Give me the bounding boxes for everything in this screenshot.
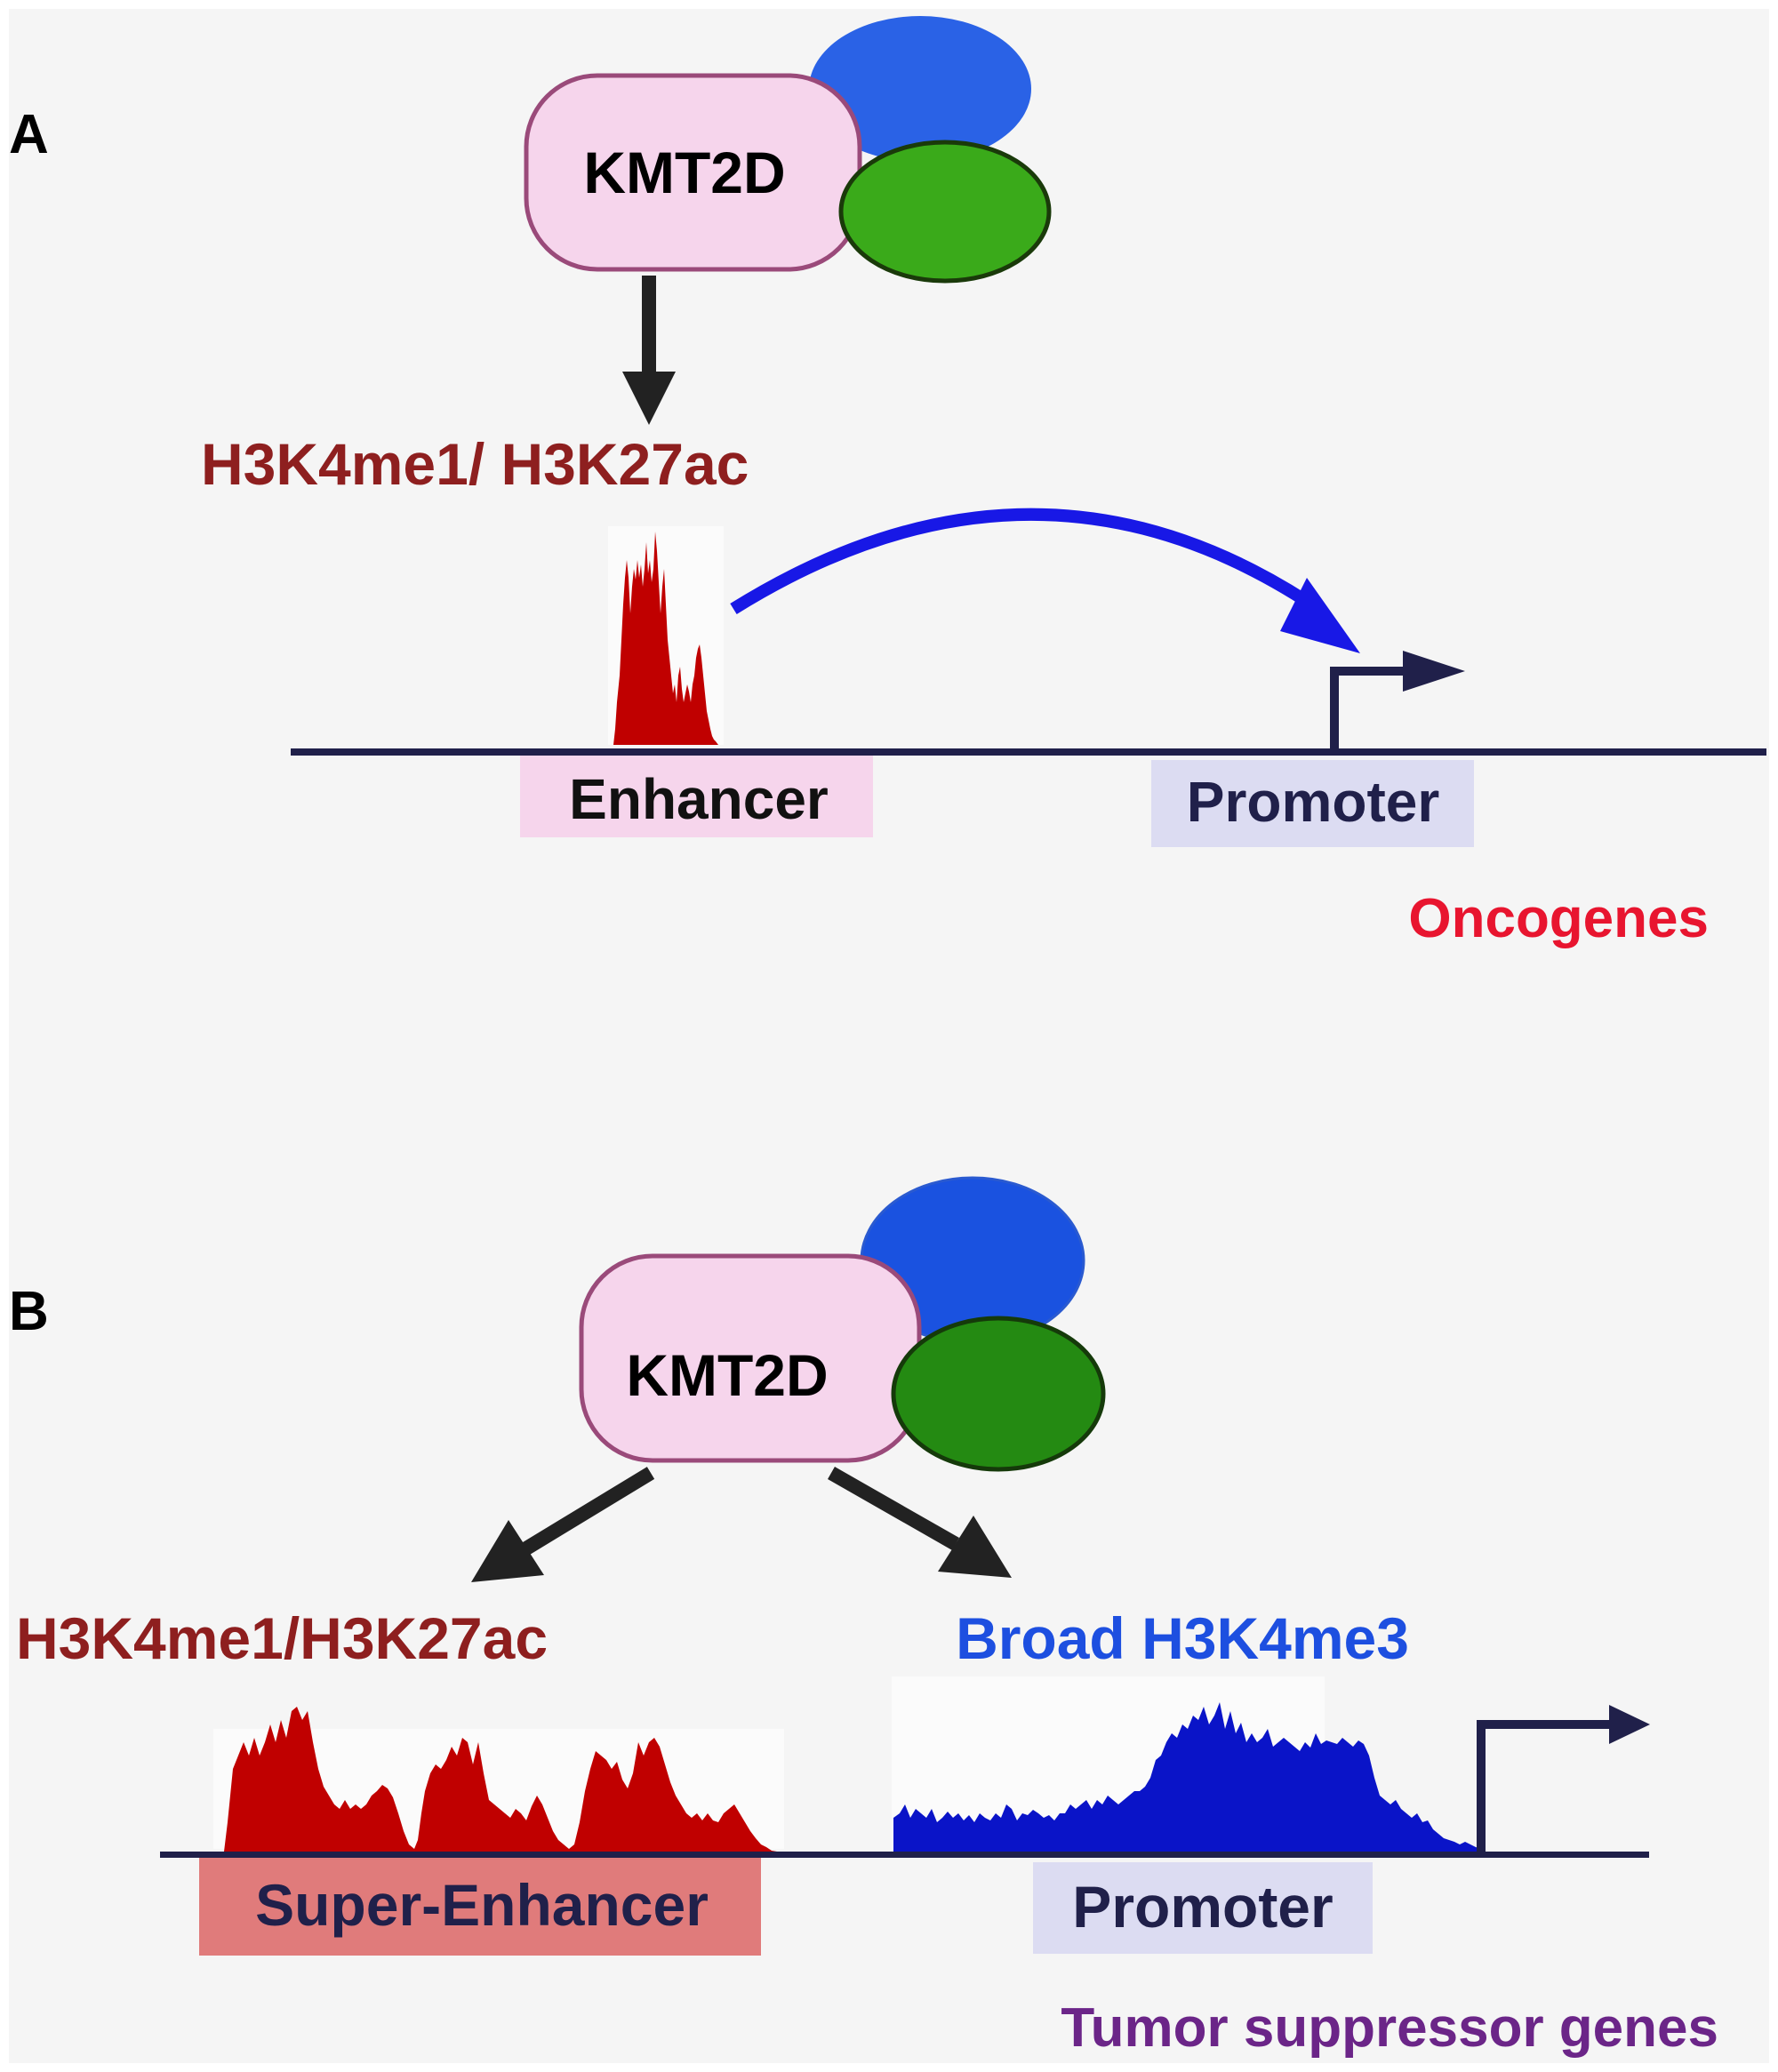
panel-a: A KMT2D H3K4me1/ H3K27ac En — [9, 16, 1766, 949]
dna-line-a — [291, 748, 1766, 756]
super-enhancer-box — [199, 1858, 761, 1956]
tss-arrow-b — [1477, 1705, 1650, 1855]
tss-arrow-a — [1330, 651, 1465, 751]
kmt2d-complex-b: KMT2D — [579, 1176, 1106, 1472]
promoter-label-b: Promoter — [1072, 1874, 1333, 1940]
tumor-suppressor-label: Tumor suppressor genes — [1061, 1997, 1718, 2059]
green-subunit — [891, 1316, 1106, 1472]
kmt2d-label: KMT2D — [583, 140, 785, 205]
super-enhancer-label: Super-Enhancer — [255, 1872, 709, 1938]
arrow-right-b — [828, 1467, 1012, 1578]
h3k4me3-peak — [893, 1702, 1481, 1852]
promoter-label-a: Promoter — [1187, 770, 1440, 834]
green-subunit — [838, 140, 1052, 284]
marks-right-label: Broad H3K4me3 — [956, 1605, 1409, 1671]
marks-left-label: H3K4me1/H3K27ac — [16, 1605, 548, 1671]
panel-b: B KMT2D H3K4me1/H3K27ac Broad H3K4me3 — [9, 1176, 1718, 2059]
enhancer-label: Enhancer — [569, 767, 829, 831]
panel-a-label: A — [9, 104, 49, 165]
promoter-box-b — [1033, 1862, 1373, 1954]
arrow-down-a — [622, 276, 676, 425]
curved-arrow — [730, 508, 1328, 619]
oncogenes-label: Oncogenes — [1408, 888, 1709, 949]
enhancer-peak — [613, 532, 718, 745]
arrow-left-b — [471, 1467, 655, 1582]
kmt2d-label: KMT2D — [626, 1342, 828, 1408]
curved-arrow-head — [1280, 578, 1360, 653]
kmt2d-complex-a: KMT2D — [524, 16, 1052, 284]
promoter-box-a — [1151, 760, 1474, 847]
marks-label-a: H3K4me1/ H3K27ac — [201, 431, 749, 497]
panel-b-label: B — [9, 1281, 49, 1342]
enhancer-box — [520, 756, 873, 837]
super-enhancer-peaks — [224, 1707, 777, 1852]
dna-line-b — [160, 1852, 1649, 1858]
blue-subunit — [809, 16, 1031, 162]
